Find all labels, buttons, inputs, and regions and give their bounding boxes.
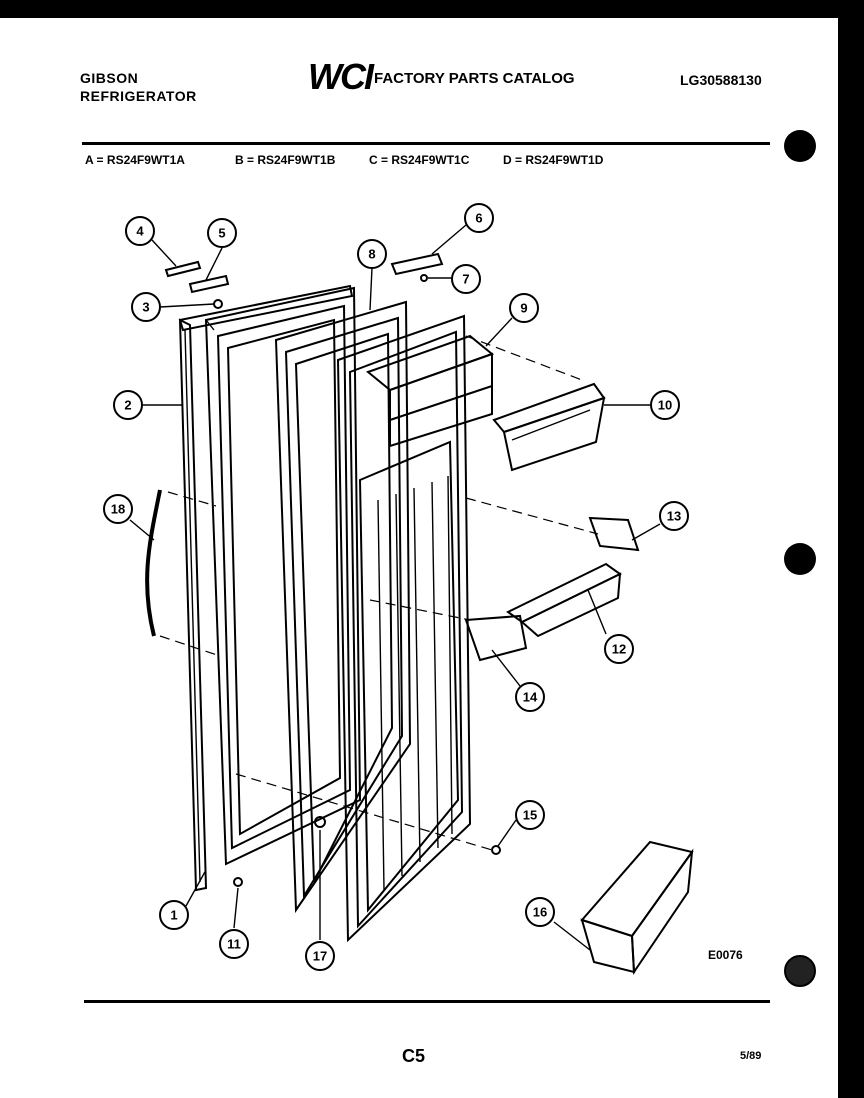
svg-text:4: 4 <box>136 224 144 239</box>
svg-text:6: 6 <box>475 211 482 226</box>
page-code: C5 <box>402 1046 426 1066</box>
door-handle <box>145 489 162 637</box>
brand-name: GIBSON <box>80 70 139 86</box>
callout-4: 4 <box>125 216 155 246</box>
svg-text:18: 18 <box>111 502 125 517</box>
svg-text:17: 17 <box>313 949 327 964</box>
callout-10: 10 <box>650 390 680 420</box>
svg-text:15: 15 <box>523 808 537 823</box>
callout-2: 2 <box>113 390 143 420</box>
callout-11: 11 <box>219 929 249 959</box>
callout-13: 13 <box>659 501 689 531</box>
footer-rule <box>84 1000 770 1003</box>
wci-logo: WCI <box>308 56 374 97</box>
top-cap <box>390 252 444 282</box>
header-rule <box>82 142 770 145</box>
screw <box>491 845 501 855</box>
alignment-lines <box>159 335 599 851</box>
shelf-bracket <box>588 516 640 552</box>
catalog-page <box>0 18 838 1098</box>
callout-6: 6 <box>464 203 494 233</box>
callout-15: 15 <box>515 800 545 830</box>
plug-button <box>233 877 243 887</box>
door-liner <box>274 300 412 914</box>
outer-door-panel <box>204 286 362 866</box>
revision-date: 5/89 <box>740 1050 762 1062</box>
callout-1: 1 <box>159 900 189 930</box>
shelf-front <box>492 382 606 472</box>
callout-5: 5 <box>207 218 237 248</box>
svg-text:5: 5 <box>218 226 225 241</box>
binder-hole <box>784 955 816 987</box>
callout-18: 18 <box>103 494 133 524</box>
binder-hole <box>784 130 816 162</box>
svg-text:13: 13 <box>667 509 681 524</box>
door-shelf-bar <box>506 562 622 638</box>
model-b: B = RS24F9WT1B <box>235 153 336 167</box>
svg-text:12: 12 <box>612 642 626 657</box>
callout-14: 14 <box>515 682 545 712</box>
svg-text:9: 9 <box>520 301 527 316</box>
callout-12: 12 <box>604 634 634 664</box>
svg-text:16: 16 <box>533 905 547 920</box>
model-c: C = RS24F9WT1C <box>369 153 470 167</box>
callout-16: 16 <box>525 897 555 927</box>
svg-text:14: 14 <box>523 690 538 705</box>
svg-text:3: 3 <box>142 300 149 315</box>
catalog-title: FACTORY PARTS CATALOG <box>374 70 575 87</box>
callout-17: 17 <box>305 941 335 971</box>
callout-8: 8 <box>357 239 387 269</box>
model-a: A = RS24F9WT1A <box>85 153 185 167</box>
inner-door-liner <box>336 314 495 943</box>
document-number: LG30588130 <box>680 72 762 88</box>
callout-7: 7 <box>451 264 481 294</box>
binder-hole <box>784 543 816 575</box>
callout-leaders <box>129 224 661 951</box>
drawing-code: E0076 <box>708 948 743 962</box>
door-screw <box>213 299 223 309</box>
svg-text:11: 11 <box>227 937 241 952</box>
door-bin <box>580 840 694 976</box>
svg-text:2: 2 <box>124 398 131 413</box>
model-list: A = RS24F9WT1A B = RS24F9WT1B C = RS24F9… <box>85 153 645 169</box>
model-d: D = RS24F9WT1D <box>503 153 604 167</box>
door-gasket <box>178 284 354 892</box>
svg-text:8: 8 <box>368 247 375 262</box>
door-stop <box>314 816 326 828</box>
shelf-support <box>464 614 528 662</box>
callout-3: 3 <box>131 292 161 322</box>
svg-text:1: 1 <box>170 908 177 923</box>
door-trim-strips <box>164 260 230 294</box>
svg-text:7: 7 <box>462 272 469 287</box>
svg-text:10: 10 <box>658 398 672 413</box>
callout-9: 9 <box>509 293 539 323</box>
product-type: REFRIGERATOR <box>80 88 197 104</box>
